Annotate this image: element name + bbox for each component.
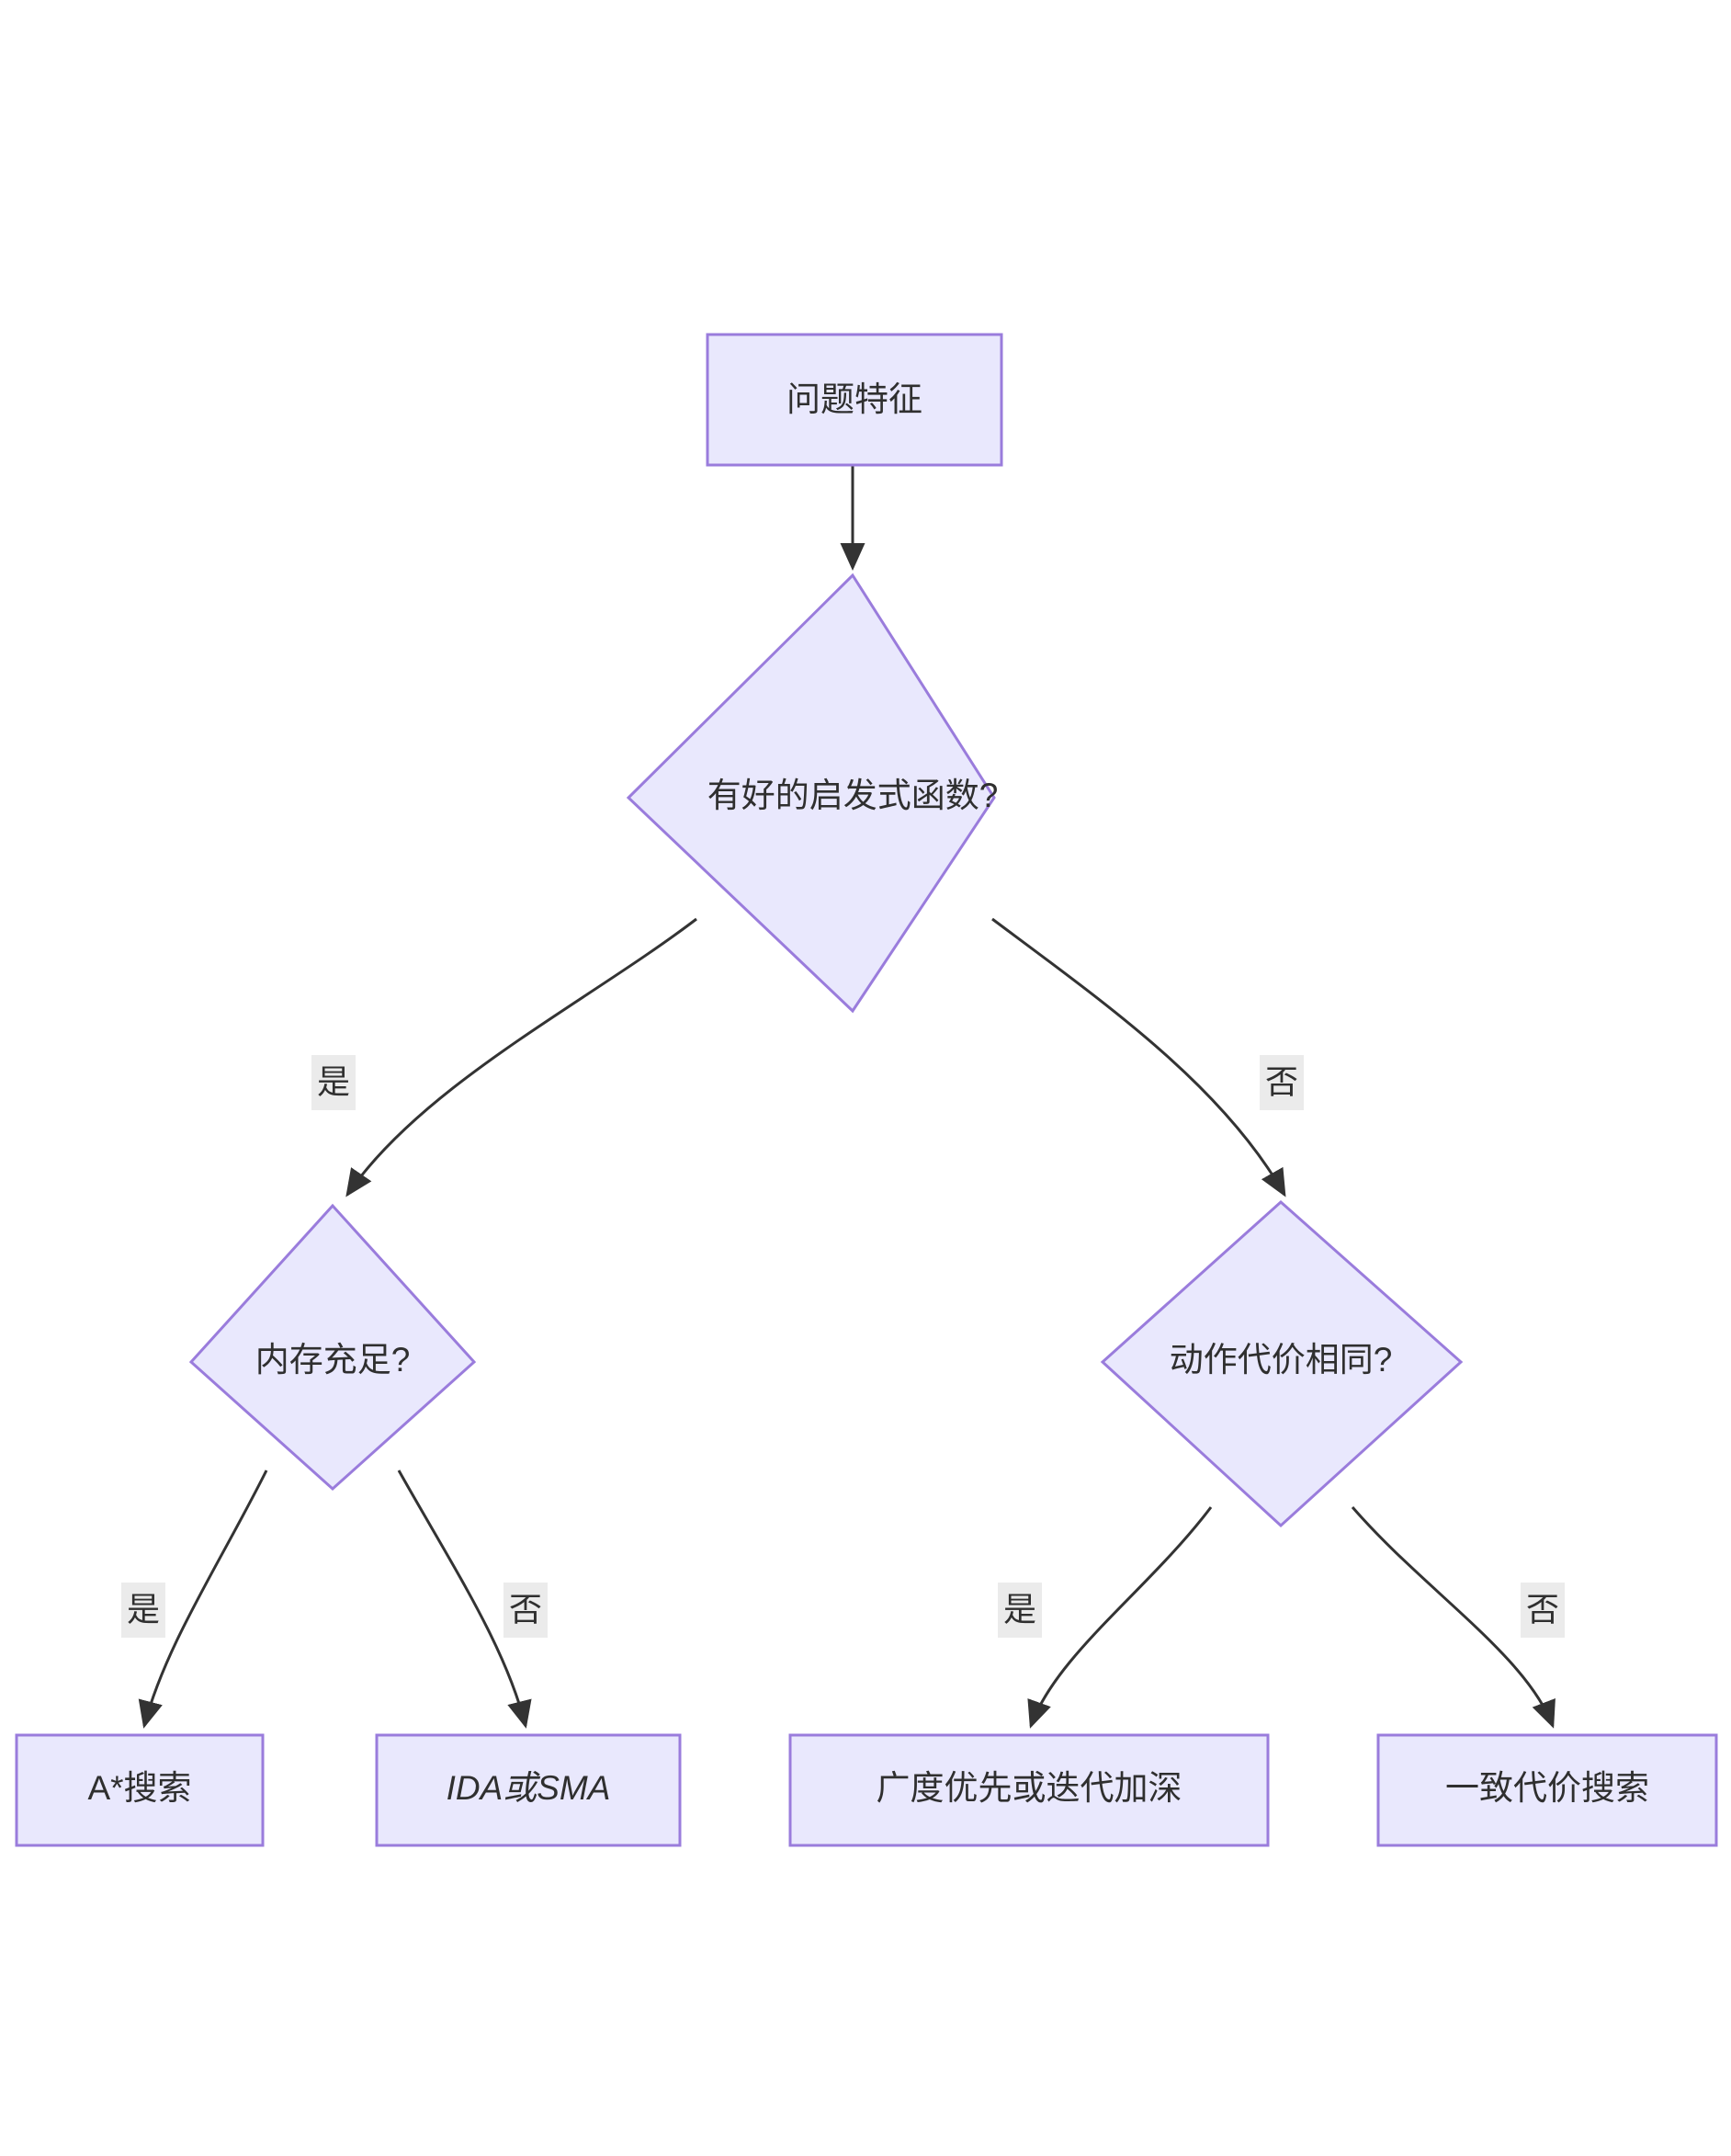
- node-astar[interactable]: A*搜索: [15, 1733, 265, 1847]
- edge-label-heuristic-no: 否: [1260, 1055, 1304, 1110]
- node-ucs[interactable]: 一致代价搜索: [1376, 1733, 1718, 1847]
- node-heuristic-shape: [626, 573, 996, 1014]
- edge-label-heuristic-yes-text: 是: [317, 1063, 350, 1101]
- node-heuristic[interactable]: 有好的启发式函数?: [626, 573, 999, 1014]
- edge-label-memory-yes: 是: [121, 1583, 165, 1638]
- edge-label-cost-no-bg: [1521, 1583, 1565, 1638]
- edge-label-heuristic-yes-bg: [311, 1055, 356, 1110]
- node-memory[interactable]: 内存充足?: [188, 1203, 477, 1492]
- edge-label-cost-no-text: 否: [1526, 1591, 1559, 1628]
- node-astar-label: A*搜索: [87, 1769, 191, 1807]
- edge-cost-to-bfs: [1027, 1506, 1213, 1729]
- edge-label-cost-yes-bg: [998, 1583, 1042, 1638]
- node-root-label: 问题特征: [786, 380, 922, 418]
- edge-label-heuristic-yes: 是: [311, 1055, 356, 1110]
- edge-labels-layer: 是 否 是 否 是: [121, 1055, 1565, 1638]
- node-root-shape: [706, 333, 1003, 467]
- node-bfs-label: 广度优先或迭代加深: [877, 1769, 1182, 1807]
- edge-label-cost-yes-text: 是: [1003, 1591, 1036, 1628]
- edge-label-memory-no-bg: [503, 1583, 548, 1638]
- edge-heuristic-to-cost: [991, 917, 1286, 1197]
- node-memory-label: 内存充足?: [255, 1341, 411, 1379]
- node-astar-shape: [15, 1733, 265, 1847]
- edge-cost-to-ucs: [1351, 1506, 1556, 1729]
- node-root[interactable]: 问题特征: [706, 333, 1003, 467]
- edge-label-cost-no: 否: [1521, 1583, 1565, 1638]
- edges-layer: [138, 465, 1556, 1729]
- edge-memory-to-astar: [138, 1469, 268, 1729]
- node-memory-shape: [188, 1203, 477, 1492]
- node-ida-shape: [375, 1733, 682, 1847]
- node-ida[interactable]: IDA或SMA: [375, 1733, 682, 1847]
- node-heuristic-label: 有好的启发式函数?: [707, 777, 999, 814]
- edge-label-memory-no: 否: [503, 1583, 548, 1638]
- node-ida-label: IDA或SMA: [447, 1769, 611, 1807]
- edge-memory-to-ida: [397, 1469, 532, 1729]
- node-bfs-shape: [788, 1733, 1270, 1847]
- edge-label-heuristic-no-bg: [1260, 1055, 1304, 1110]
- edge-label-memory-yes-bg: [121, 1583, 165, 1638]
- nodes-layer: 问题特征 有好的启发式函数? 内存充足? 动作代价相同? A*搜索: [15, 333, 1718, 1847]
- edge-label-memory-no-text: 否: [509, 1591, 542, 1628]
- node-ucs-label: 一致代价搜索: [1445, 1769, 1649, 1807]
- node-cost-shape: [1100, 1199, 1464, 1528]
- node-cost-label: 动作代价相同?: [1170, 1341, 1393, 1379]
- edge-label-memory-yes-text: 是: [127, 1591, 160, 1628]
- node-bfs[interactable]: 广度优先或迭代加深: [788, 1733, 1270, 1847]
- node-ucs-shape: [1376, 1733, 1718, 1847]
- node-cost[interactable]: 动作代价相同?: [1100, 1199, 1464, 1528]
- edge-heuristic-to-memory: [345, 917, 697, 1197]
- edge-label-cost-yes: 是: [998, 1583, 1042, 1638]
- edge-label-heuristic-no-text: 否: [1265, 1063, 1298, 1101]
